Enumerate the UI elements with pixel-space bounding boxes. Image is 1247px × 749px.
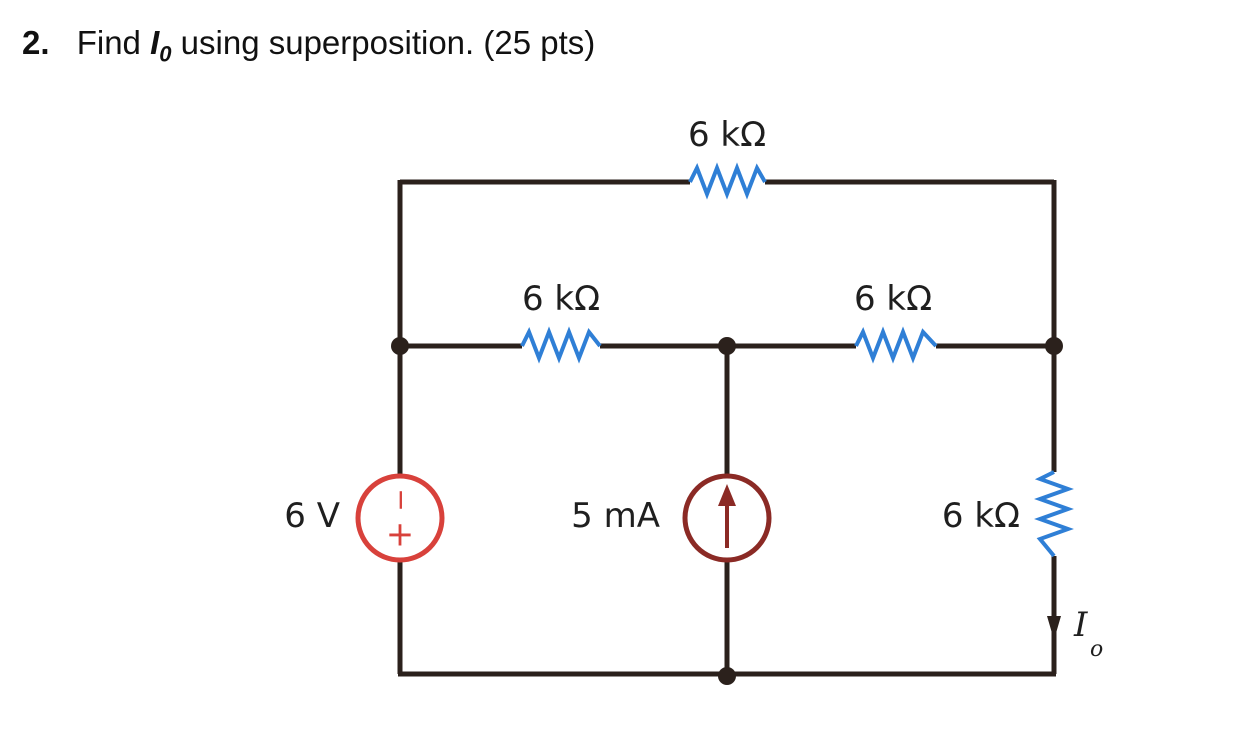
resistor-top-label: 6 kΩ: [688, 115, 766, 155]
nodes: [391, 337, 1063, 685]
question-variable: I0: [150, 24, 171, 67]
current-source: [682, 473, 772, 563]
resistor-mid-right-label: 6 kΩ: [854, 279, 932, 319]
node-left: [391, 337, 409, 355]
voltage-source-plus: +: [386, 515, 415, 555]
io-arrow-head: [1047, 616, 1061, 640]
io-label-sub: o: [1090, 637, 1103, 662]
question-text-before: Find: [76, 24, 141, 61]
voltage-source-circle: [355, 473, 445, 563]
node-center: [718, 337, 736, 355]
resistor-right-zigzag: [1034, 470, 1074, 558]
node-bottom: [718, 667, 736, 685]
voltage-source: − +: [355, 473, 445, 563]
resistor-right-label: 6 kΩ: [942, 496, 1020, 536]
question-text-after: using superposition. (25 pts): [180, 24, 596, 61]
voltage-source-label: 6 V: [284, 496, 340, 536]
question-variable-main: I: [150, 24, 160, 61]
question-variable-sub: 0: [159, 41, 172, 67]
resistor-mid-left-label: 6 kΩ: [522, 279, 600, 319]
question-text: 2. Find I0 using superposition. (25 pts): [22, 24, 595, 68]
current-source-arrow-head: [718, 484, 736, 506]
resistor-mid-right-zigzag: [854, 326, 938, 364]
voltage-source-minus: −: [385, 488, 418, 511]
question-number: 2.: [22, 24, 50, 61]
current-source-label: 5 mA: [571, 496, 660, 536]
resistor-mid-left-zigzag: [520, 326, 602, 364]
resistors: [520, 162, 1074, 558]
node-right: [1045, 337, 1063, 355]
io-label-main: I: [1073, 605, 1088, 645]
wires: [397, 179, 1057, 677]
resistor-top-zigzag: [688, 162, 767, 200]
